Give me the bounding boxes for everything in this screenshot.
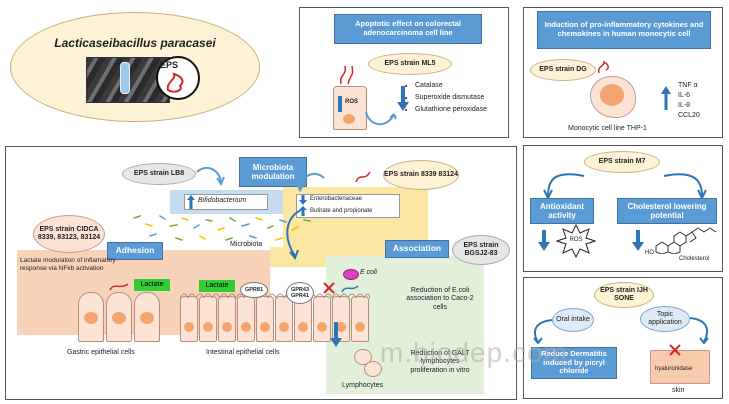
- strain-8339-badge: EPS strain 8339 83124: [383, 160, 459, 190]
- strain-dg-badge: EPS strain DG: [530, 59, 596, 81]
- species-title: Lacticaseibacillus paracasei: [54, 36, 216, 50]
- ecoli-icon: [343, 269, 359, 280]
- eps-badge: EPS: [160, 60, 179, 70]
- eps-zoom-circle: [156, 56, 200, 100]
- enterobacteriaceae-label: Enterobacteriaceae: [310, 196, 363, 202]
- cytokine-label: IL-6: [678, 92, 691, 99]
- cholesterol-structure-icon: [655, 227, 717, 254]
- lactate-label: Lactate: [134, 279, 170, 291]
- hyaluronidase-label: hyaluronidase: [655, 366, 693, 372]
- cell-nucleus: [600, 84, 624, 106]
- eps-molecule-icon: [597, 60, 609, 74]
- skin-illustration: [650, 350, 710, 384]
- cytokine-label: IL-8: [678, 102, 691, 109]
- cytokine-label: TNF α: [678, 82, 698, 89]
- split-arrows-icon: [543, 173, 707, 200]
- eps-molecule-icon: [355, 171, 371, 183]
- cell-line-caption: Monocytic cell line THP-1: [568, 125, 647, 132]
- cholesterol-lowering-box: Cholesterol lowering potential: [617, 198, 717, 224]
- lactate-modulation-text: Lactate modulation of inflamatory respon…: [20, 257, 116, 272]
- topic-application-badge: Topic application: [640, 306, 690, 332]
- skin-label: skin: [672, 387, 685, 394]
- adhesion-box: Adhesion: [107, 242, 163, 260]
- intestinal-caption: Intestinal epithelial cells: [206, 349, 280, 356]
- enzyme-item: Superoxide dismutase: [415, 92, 487, 104]
- down-arrow-icon: [538, 230, 550, 251]
- curved-arrow-icon: [286, 209, 302, 260]
- curved-arrow-icon: [533, 319, 553, 344]
- ho-label: HO: [645, 250, 654, 256]
- curved-arrow-icon: [196, 166, 225, 187]
- curved-arrow-icon: [365, 111, 397, 126]
- cell-nucleus: [140, 312, 154, 324]
- antioxidant-box: Antioxidant activity: [530, 198, 594, 224]
- down-arrow-icon: [632, 230, 644, 251]
- down-arrow-icon: [397, 86, 409, 111]
- down-arrow-icon: [330, 322, 342, 347]
- up-arrow-icon: [187, 195, 195, 209]
- lactate-label: Lactate: [199, 280, 235, 292]
- inhibit-x-icon: [323, 282, 335, 294]
- strain-sone-badge: EPS strain IJH SONE: [594, 282, 654, 308]
- gpr81-receptor: GPR81: [240, 282, 268, 298]
- gastric-caption: Gastric epithelial cells: [67, 349, 135, 356]
- cell-nucleus: [84, 312, 98, 324]
- cell-nucleus: [112, 312, 126, 324]
- eps-molecule-icon: [166, 72, 184, 93]
- eps-molecule-icon: [109, 283, 129, 291]
- ros-star-icon: [556, 224, 596, 258]
- strain-m7-badge: EPS strain M7: [584, 151, 660, 173]
- lymphocyte-icon: [364, 361, 382, 377]
- strain-cidca-badge: EPS strain CIDCA 8339, 83123, 83124: [33, 215, 105, 253]
- down-arrow-icon: [299, 195, 307, 205]
- curved-arrow-icon: [689, 317, 709, 344]
- enzyme-list: Catalase Superoxide dismutase Glutathion…: [405, 80, 487, 116]
- reduction-ecoli-text: Reduction of E.coli association to Caco-…: [406, 287, 474, 311]
- reduction-galt-text: Reduction of GALT lymphocytes proliferat…: [410, 350, 470, 374]
- lymphocytes-label: Lymphocytes: [342, 382, 383, 389]
- eps-molecule-icon: [339, 65, 354, 85]
- cell-nucleus: [343, 114, 355, 124]
- microbiota-label: Microbiota: [230, 241, 263, 248]
- enzyme-item: Glutathione peroxidase: [415, 104, 487, 116]
- ros-label: ROS: [345, 99, 359, 105]
- bifidobacterium-label: Bifidobacterium: [198, 197, 247, 204]
- proinflammatory-title: Induction of pro-inflammatory cytokines …: [537, 11, 711, 49]
- apoptotic-title: Apoptotic effect on colorectal adenocarc…: [334, 14, 482, 44]
- bacterium-highlight: [120, 62, 130, 94]
- enzyme-item: Catalase: [415, 80, 487, 92]
- eps-molecule-icon: [341, 285, 359, 293]
- up-arrow-icon: [661, 86, 671, 110]
- watermark: m.biodep.com: [380, 337, 568, 368]
- strain-ml5-badge: EPS strain ML5: [368, 53, 452, 75]
- microbiota-modulation-box: Microbiota modulation: [239, 157, 307, 187]
- short-chain-box: [296, 194, 400, 218]
- cholesterol-label: Cholesterol: [679, 256, 710, 262]
- cytokine-label: CCL20: [678, 112, 700, 119]
- gpr43-receptor: GPR43 GPR41: [286, 282, 314, 304]
- microbiota-dashes: [133, 215, 311, 241]
- oral-intake-badge: Oral intake: [552, 308, 594, 332]
- ros-label: ROS: [569, 237, 583, 243]
- reduce-dermatitis-box: Reduce Dermatitis induced by picryl chlo…: [531, 347, 617, 379]
- up-arrow-icon: [299, 206, 307, 216]
- lymphocyte-icon: [354, 349, 372, 365]
- strain-bgsj-badge: EPS strain BGSJ2-83: [452, 235, 510, 265]
- up-arrow-icon: [338, 96, 342, 112]
- association-box: Association: [385, 240, 449, 258]
- bifidobacterium-box: [184, 194, 268, 210]
- inhibit-x-icon: [669, 344, 681, 356]
- ecoli-label: E coli: [360, 269, 378, 276]
- strain-lb8-badge: EPS strain LB8: [122, 163, 196, 185]
- butirate-label: Butirate and propionate: [310, 208, 373, 214]
- curved-arrow-icon: [296, 172, 325, 193]
